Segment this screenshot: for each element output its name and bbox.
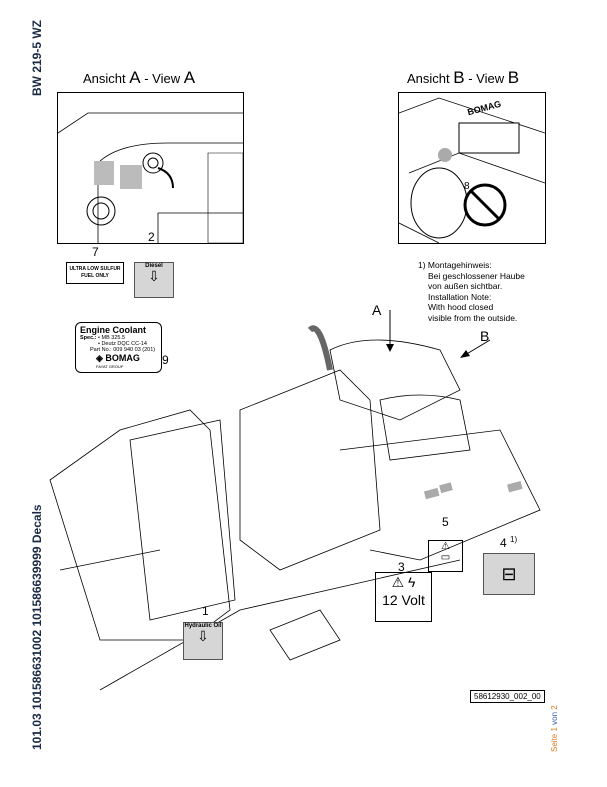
decal-diesel: Diesel ⇩	[134, 262, 174, 298]
warning-lightning-icon: ⚠ ϟ	[391, 574, 416, 590]
callout-3: 3	[398, 560, 405, 574]
view-b-detail: BOMAG	[398, 92, 546, 244]
fuel-pump-icon: ⇩	[148, 268, 160, 284]
callout-7: 7	[92, 245, 99, 259]
installation-note: 1) Montagehinweis: Bei geschlossener Hau…	[418, 260, 525, 323]
page-indicator: Seite 1 von 2	[550, 705, 559, 752]
callout-1: 1	[202, 604, 209, 618]
oil-can-icon: ⇩	[197, 628, 209, 644]
callout-5: 5	[442, 515, 449, 529]
view-arrow-b-label: B	[480, 328, 490, 344]
view-arrow-a-label: A	[372, 302, 382, 318]
decal-hydraulic-oil: Hydraulic Oil ⇩	[183, 622, 223, 660]
callout-8: 8	[464, 181, 470, 192]
view-b-title: Ansicht B - View B	[407, 68, 520, 87]
decal-battery-icon: ⊟	[483, 553, 535, 595]
drawing-number: 58612930_002_00	[470, 690, 545, 703]
callout-2: 2	[148, 230, 155, 244]
decal-engine-coolant: Engine Coolant Spec.: • MB 325.5 • Deutz…	[75, 322, 162, 373]
machine-drawing	[49, 310, 541, 691]
view-a-title: Ansicht A - View A	[83, 68, 196, 87]
callout-4: 4 1)	[500, 535, 518, 550]
document-header-vertical: BW 219-5 WZ	[30, 19, 44, 96]
callout-9: 9	[162, 353, 169, 367]
decal-12-volt: ⚠ ϟ 12 Volt	[375, 572, 432, 622]
view-a-detail	[57, 92, 244, 244]
view-b-drawing	[398, 97, 546, 244]
decal-battery-warning: ⚠▭	[428, 540, 463, 572]
view-a-drawing	[57, 112, 244, 244]
